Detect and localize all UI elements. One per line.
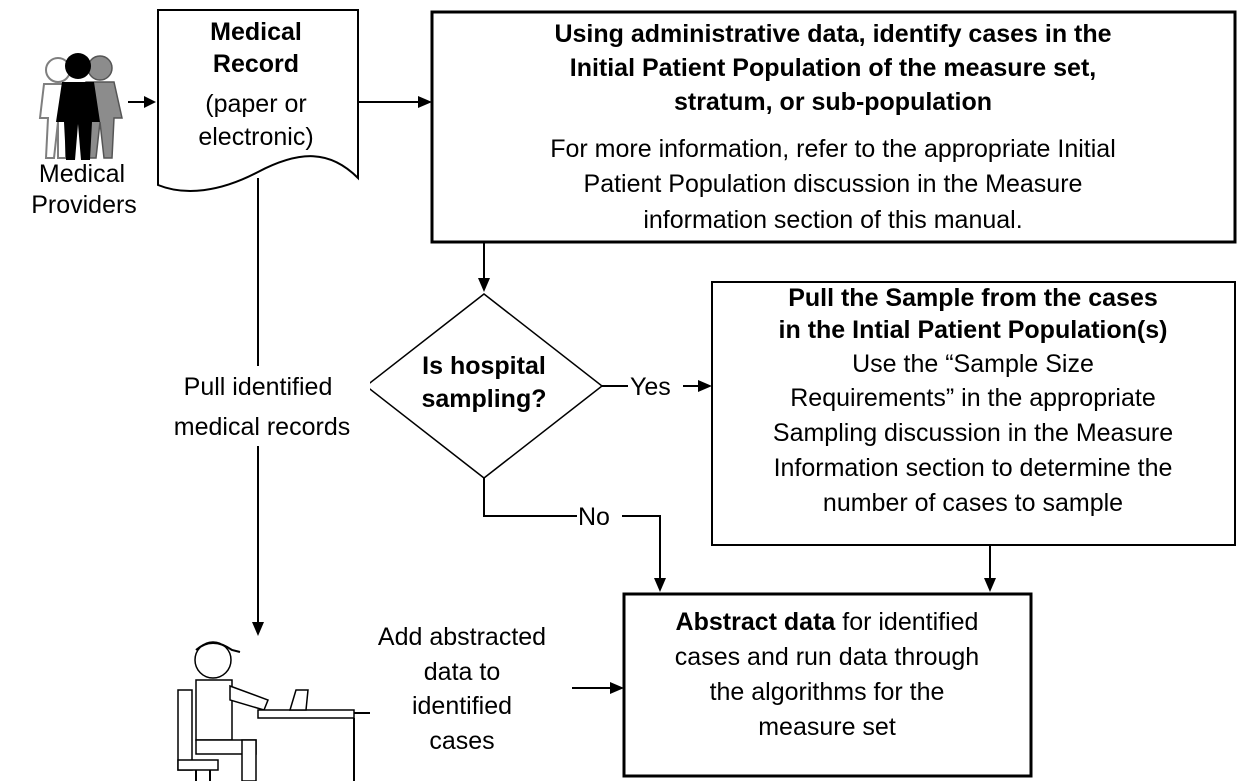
- decision-line2: sampling?: [421, 385, 546, 413]
- sample-line7: number of cases to sample: [823, 489, 1123, 517]
- pull-sample-box: [711, 281, 1236, 546]
- sample-bold-line1: Pull the Sample from the cases: [788, 284, 1158, 312]
- abstract-data-box: [622, 592, 1033, 778]
- connector-no-left: [483, 478, 577, 517]
- no-label: No: [578, 503, 610, 531]
- sample-line3: Use the “Sample Size: [852, 350, 1094, 378]
- record-title-line2: Record: [213, 50, 299, 78]
- identify-line4: For more information, refer to the appro…: [550, 135, 1116, 163]
- medical-record-document-icon: [157, 9, 359, 193]
- add-data-line2: data to: [424, 658, 500, 686]
- abstract-line1-rest: for identified: [835, 608, 978, 636]
- abstract-line3: the algorithms for the: [710, 678, 945, 706]
- abstract-line2: cases and run data through: [675, 643, 979, 671]
- abstract-line4: measure set: [758, 713, 896, 741]
- abstract-line1-bold: Abstract data: [676, 608, 837, 636]
- arrowhead-no: [654, 578, 666, 592]
- identify-bold-line1: Using administrative data, identify case…: [554, 20, 1111, 48]
- sample-line5: Sampling discussion in the Measure: [773, 419, 1173, 447]
- identify-line5: Patient Population discussion in the Mea…: [584, 170, 1083, 198]
- providers-label-line1: Medical: [39, 160, 125, 188]
- record-title-line1: Medical: [210, 18, 302, 46]
- medical-providers-people-icon: [38, 53, 123, 160]
- identify-line6: information section of this manual.: [643, 206, 1022, 234]
- identify-cases-box: [430, 10, 1237, 244]
- arrowhead-identify-to-decision: [478, 278, 490, 292]
- decision-line1: Is hospital: [422, 352, 546, 380]
- sample-bold-line2: in the Intial Patient Population(s): [779, 316, 1168, 344]
- arrowhead-yes: [698, 380, 712, 392]
- yes-label: Yes: [630, 373, 671, 401]
- sample-line6: Information section to determine the: [774, 454, 1173, 482]
- sample-line4: Requirements” in the appropriate: [790, 384, 1155, 412]
- identify-bold-line3: stratum, or sub-population: [674, 88, 992, 116]
- pull-records-line1: Pull identified: [184, 373, 333, 401]
- arrowhead-record-to-abstractor: [252, 622, 264, 636]
- providers-label-line2: Providers: [31, 191, 137, 219]
- arrowhead-sample-to-abstract: [984, 578, 996, 592]
- add-data-line4: cases: [429, 727, 494, 755]
- abstractor-at-desk-icon: [177, 641, 370, 781]
- identify-bold-line2: Initial Patient Population of the measur…: [570, 54, 1096, 82]
- record-sub-line1: (paper or: [205, 90, 306, 118]
- pull-records-label-bg: [150, 366, 370, 446]
- abstract-line1: Abstract data for identified: [676, 608, 979, 636]
- connector-no-right: [622, 515, 661, 580]
- add-data-line3: identified: [412, 692, 512, 720]
- add-data-line1: Add abstracted: [378, 623, 546, 651]
- pull-records-line2: medical records: [174, 413, 350, 441]
- arrowhead-record-to-identify: [418, 96, 432, 108]
- arrowhead-add-to-abstract: [610, 682, 624, 694]
- arrowhead-providers-to-record: [144, 96, 156, 108]
- record-sub-line2: electronic): [198, 123, 313, 151]
